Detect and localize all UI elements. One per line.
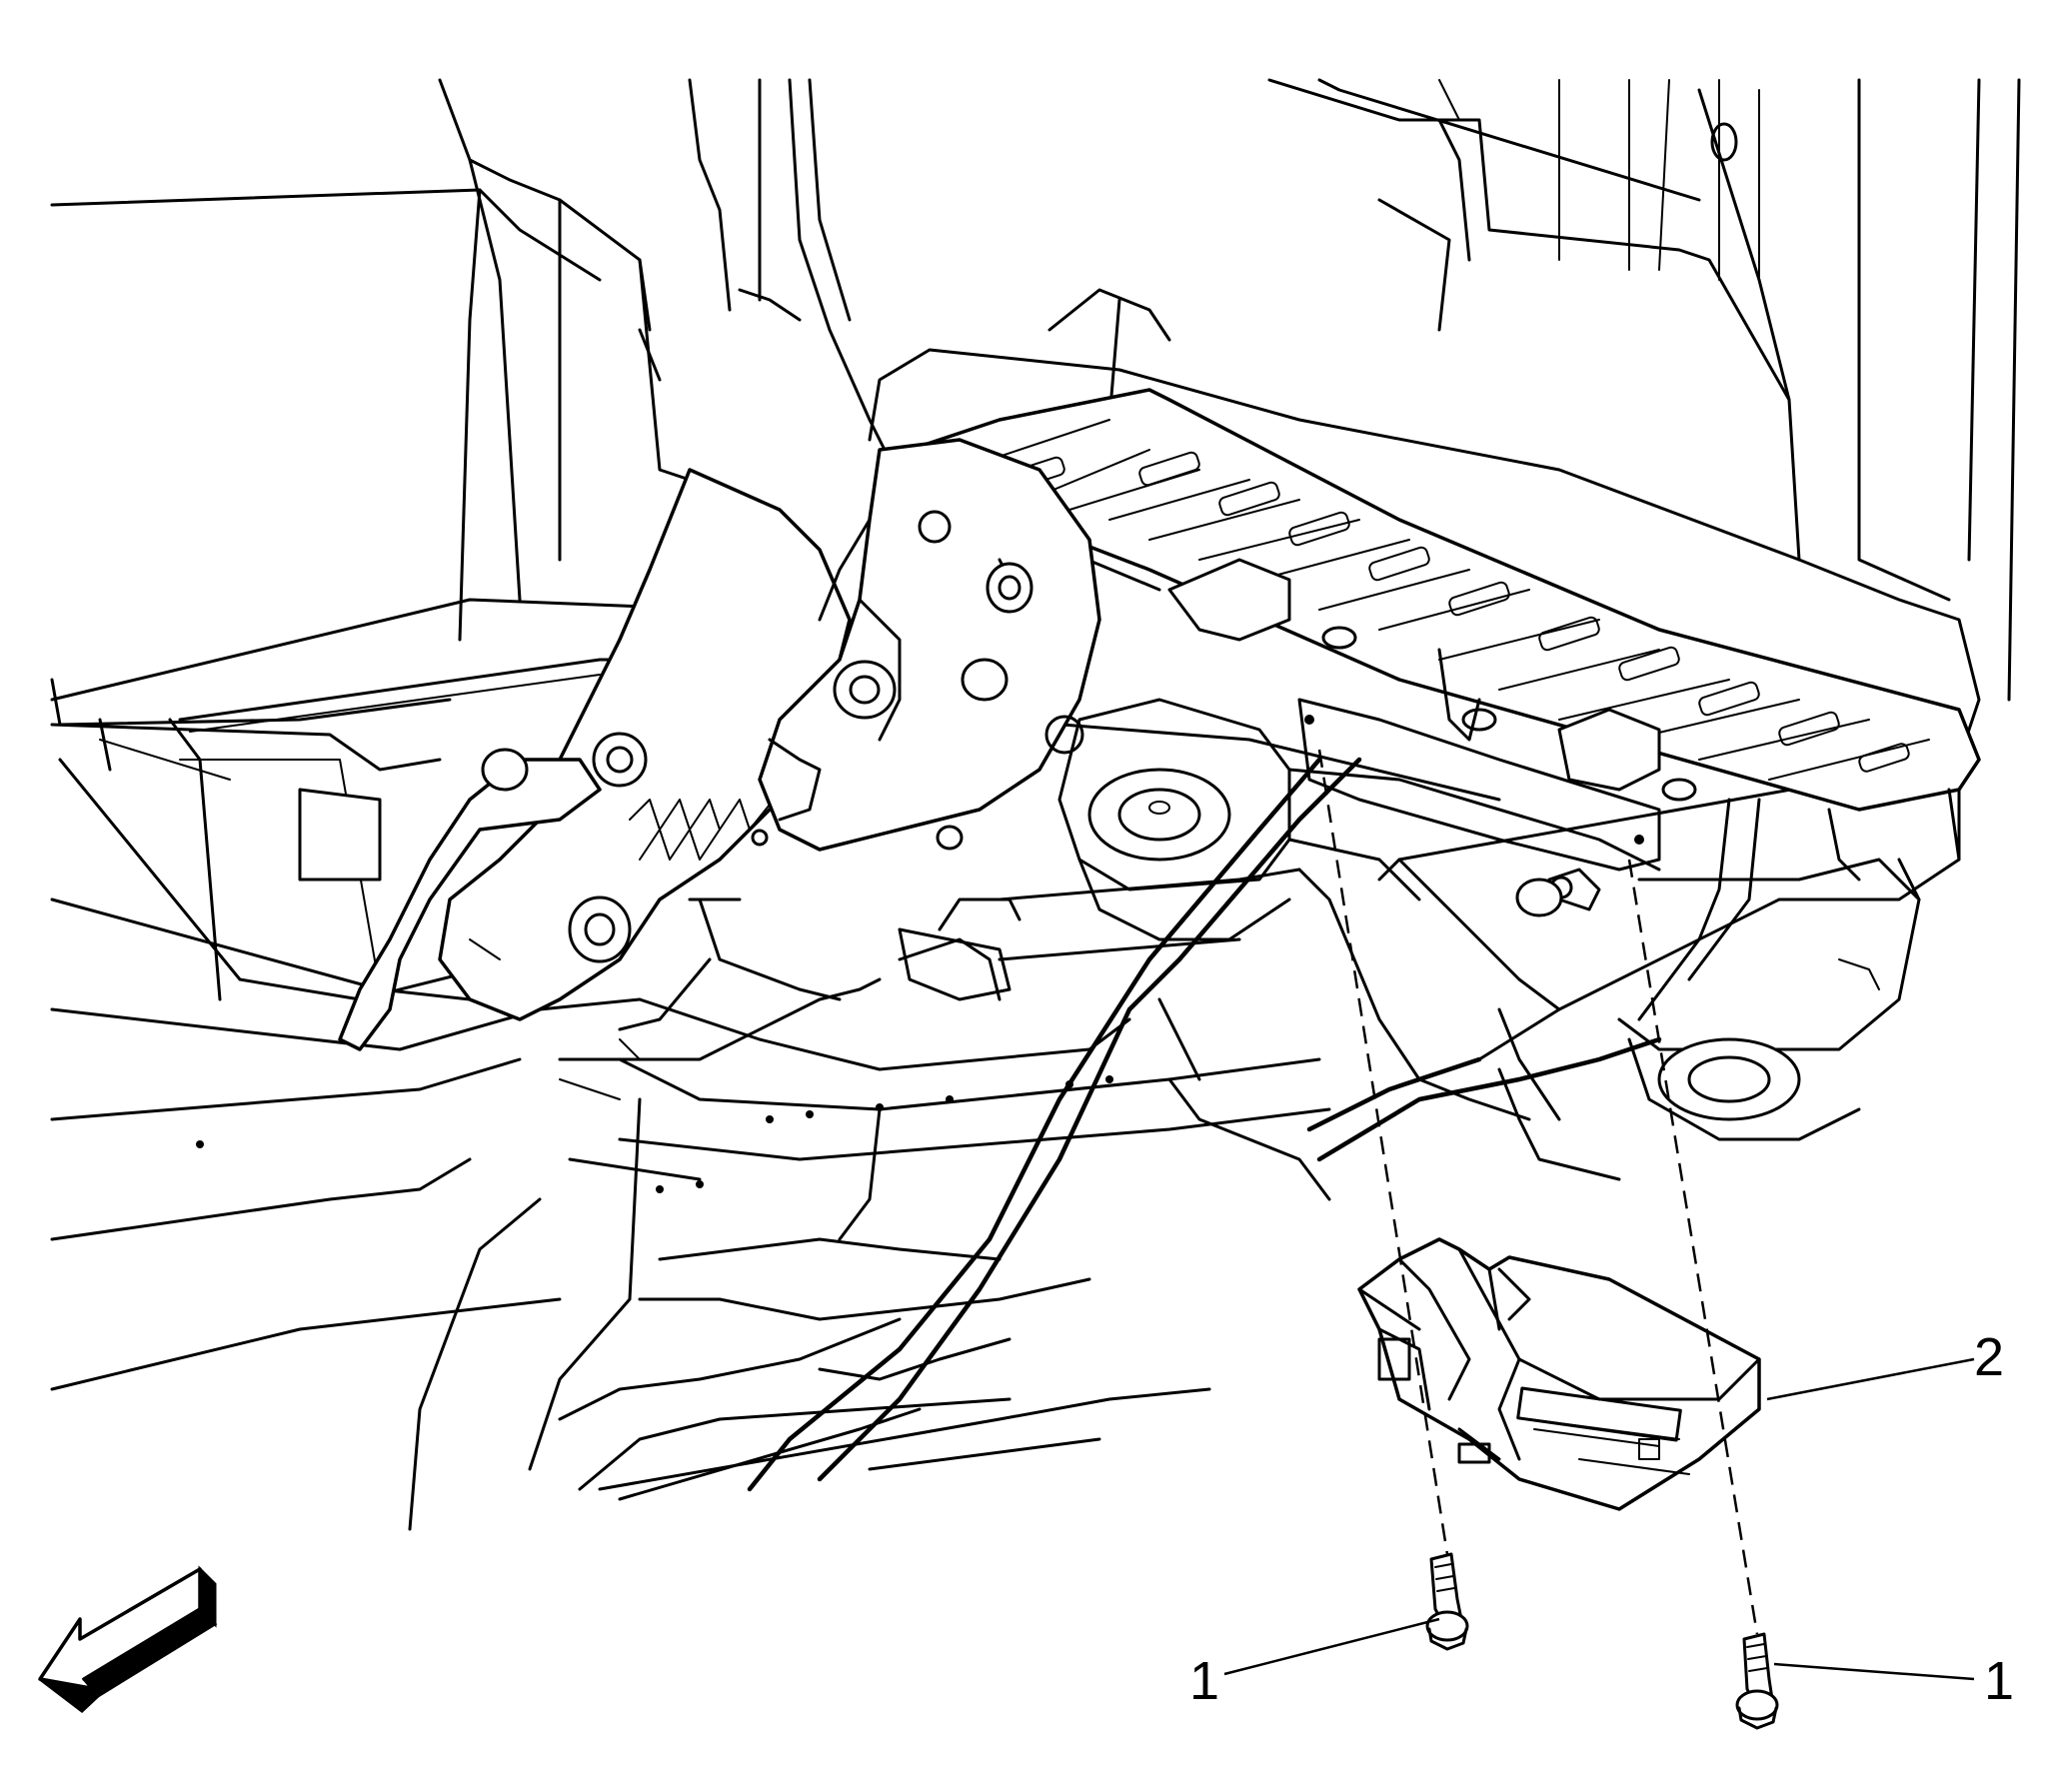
recliner-bracket: [298, 438, 1101, 1100]
forward-arrow-icon: [38, 1565, 218, 1713]
bolt-right: [1735, 1632, 1779, 1730]
bolt-alignment-lines: [1317, 749, 1759, 1635]
control-module: [1357, 1237, 1761, 1511]
callout-1-right: 1: [1984, 1651, 2014, 1711]
seat-track-channel: [868, 348, 1981, 1181]
callout-1-left: 1: [1189, 1651, 1219, 1711]
seat-frame-slats: [878, 388, 1981, 882]
bolt-left: [1425, 1552, 1469, 1651]
module-mounting-bracket: [1297, 698, 1661, 917]
callout-leaders: [1223, 1357, 1975, 1681]
callout-2: 2: [1974, 1327, 2004, 1387]
vehicle-body-structure: [50, 78, 2021, 1391]
